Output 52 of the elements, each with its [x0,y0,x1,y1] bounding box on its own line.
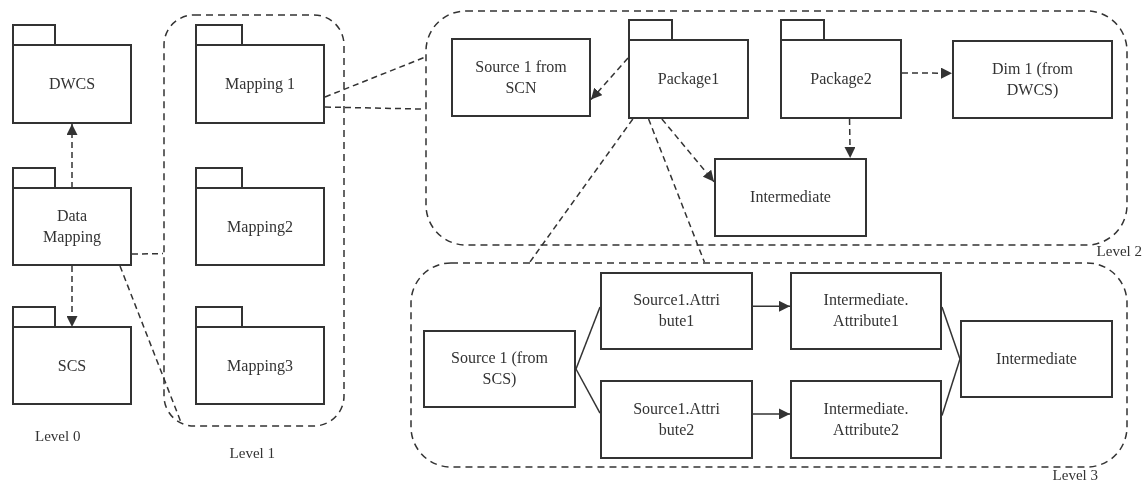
box-label: Package1 [657,69,720,90]
box-label: SCS [57,355,87,376]
arrow [901,67,953,79]
arrow [844,118,856,159]
box-label: Mapping3 [227,355,293,377]
box-label: Intermediate [750,187,831,208]
connector-line [647,118,706,263]
process-box [790,380,942,459]
process-box [451,38,591,117]
level-label: Level 0 [35,428,81,445]
arrow [752,408,791,420]
box-label: Source1.Attri bute2 [632,398,721,440]
package-box [628,19,749,119]
box-label: Intermediate. Attribute1 [822,290,910,331]
arrow [66,123,78,189]
package-box [12,24,132,124]
process-box [960,320,1113,398]
box-label: Package2 [810,69,872,90]
process-box [600,380,753,459]
arrow [66,265,78,328]
process-box [952,40,1113,119]
box-label: Source 1 from SCN [474,56,568,98]
box-label: Intermediate [996,348,1077,369]
connector-line [119,265,182,424]
connector-line [529,118,634,263]
group-label: Level 3 [1052,466,1098,484]
package-box [780,19,902,119]
box-label: Source1.Attri bute1 [632,290,721,331]
process-box [790,272,942,350]
connector-line [575,368,601,414]
package-box [12,167,132,266]
box-label: Mapping2 [227,216,293,238]
package-box [195,24,325,124]
package-box [12,306,132,405]
group-label: Level 1 [229,444,275,462]
arrow [661,118,715,183]
process-box [423,330,576,408]
process-box [600,272,753,350]
arrow [752,300,791,312]
package-box [195,167,325,266]
connector-line [324,56,426,98]
box-label: Dim 1 (from DWCS) [991,58,1074,101]
arrow [590,57,629,101]
box-label: Intermediate. Attribute2 [822,398,910,440]
box-label: Mapping 1 [225,74,295,95]
box-label: Source 1 (from SCS) [450,348,549,390]
connector-line [131,252,164,255]
process-box [714,158,867,237]
box-label: DWCS [48,74,96,95]
package-box [195,306,325,405]
group-label: Level 2 [1096,242,1142,260]
box-label: Data Mapping [42,206,102,248]
